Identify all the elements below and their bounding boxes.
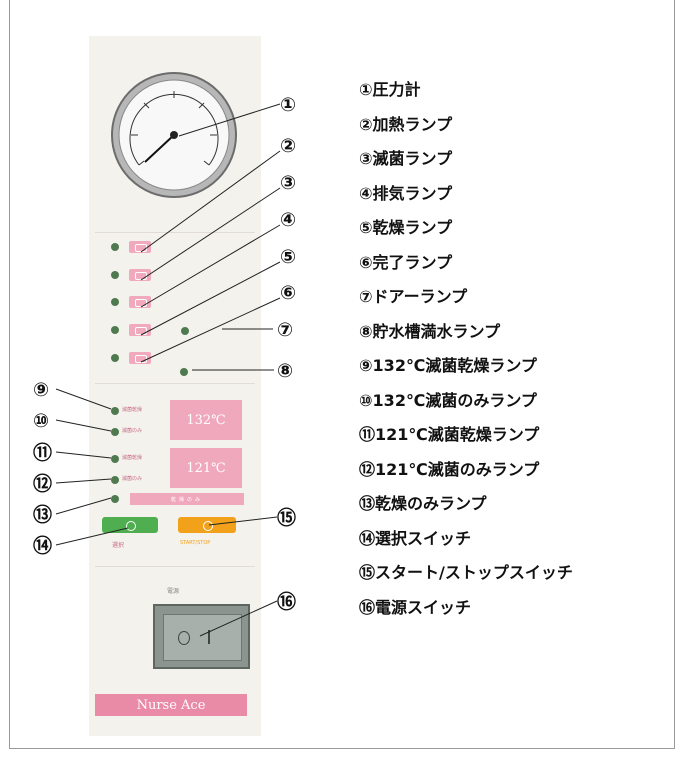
mode-label: 滅菌のみ <box>122 428 143 434</box>
door-lamp <box>181 327 189 335</box>
callout-16: ⑯ <box>277 590 296 613</box>
dry-only-lamp <box>111 495 119 503</box>
legend-item-121-sterilize-only: ⑫121℃滅菌のみランプ <box>359 459 540 479</box>
panel-divider <box>95 232 255 233</box>
callout-13: ⑬ <box>33 503 52 526</box>
legend-item-select-switch: ⑭選択スイッチ <box>359 528 472 548</box>
brand-plate: Nurse Ace <box>95 694 247 716</box>
power-switch[interactable] <box>153 604 250 669</box>
heating-lamp <box>111 243 119 251</box>
on-symbol-icon <box>208 630 210 644</box>
lamp-132-sterilize-dry <box>111 407 119 415</box>
lamp-132-sterilize-only <box>111 428 119 436</box>
power-rocker[interactable] <box>163 614 242 661</box>
callout-15: ⑮ <box>277 506 296 529</box>
figure-frame <box>9 0 675 749</box>
temp-121-panel: 121℃ <box>170 448 242 488</box>
legend-item-pressure-gauge: ①圧力計 <box>359 80 421 99</box>
sterilize-lamp <box>111 271 119 279</box>
complete-lamp <box>111 354 119 362</box>
start-stop-button[interactable] <box>178 517 236 533</box>
mode-label: 滅菌乾燥 <box>122 455 143 461</box>
panel-divider <box>95 566 255 567</box>
legend-item-exhaust-lamp: ④排気ランプ <box>359 183 453 203</box>
select-caption: 選択 <box>112 542 125 549</box>
callout-10: ⑩ <box>33 410 49 432</box>
legend-item-heating-lamp: ②加熱ランプ <box>359 114 453 134</box>
legend-item-132-sterilize-dry: ⑨132℃滅菌乾燥ランプ <box>359 356 537 375</box>
legend-item-121-sterilize-dry: ⑪121℃滅菌乾燥ランプ <box>359 425 540 444</box>
lamp-121-sterilize-dry <box>111 455 119 463</box>
callout-2: ② <box>280 135 296 157</box>
legend-item-start-stop-switch: ⑮スタート/ストップスイッチ <box>359 563 573 582</box>
legend-item-tank-full-lamp: ⑧貯水槽満水ランプ <box>359 321 501 341</box>
start-icon <box>203 521 213 531</box>
callout-11: ⑪ <box>33 441 52 464</box>
legend-item-132-sterilize-only: ⑩132℃滅菌のみランプ <box>359 390 537 410</box>
dry-only-bar: 乾燥のみ <box>130 493 244 505</box>
callout-4: ④ <box>280 209 296 231</box>
start-caption: START/STOP <box>180 540 211 546</box>
cycle-icon <box>126 521 136 531</box>
callout-9: ⑨ <box>33 379 49 401</box>
pressure-gauge-icon <box>111 72 237 198</box>
tank-full-lamp <box>180 368 188 376</box>
callout-7: ⑦ <box>277 319 293 341</box>
exhaust-lamp <box>111 298 119 306</box>
select-button[interactable] <box>102 517 158 533</box>
callout-3: ③ <box>280 172 296 194</box>
mode-label: 滅菌乾燥 <box>122 407 143 413</box>
panel-divider <box>95 383 255 384</box>
callout-8: ⑧ <box>277 360 293 382</box>
mode-label: 滅菌のみ <box>122 476 143 482</box>
power-caption: 電源 <box>167 588 180 595</box>
legend-item-door-lamp: ⑦ドアーランプ <box>359 287 468 306</box>
callout-12: ⑫ <box>33 472 52 495</box>
callout-6: ⑥ <box>280 282 296 304</box>
legend-item-dry-lamp: ⑤乾燥ランプ <box>359 218 453 237</box>
legend-item-sterilize-lamp: ③滅菌ランプ <box>359 149 453 168</box>
legend-item-complete-lamp: ⑥完了ランプ <box>359 252 453 272</box>
callout-14: ⑭ <box>33 534 52 557</box>
legend: ①圧力計 ②加熱ランプ ③滅菌ランプ ④排気ランプ ⑤乾燥ランプ ⑥完了ランプ … <box>359 79 573 631</box>
temp-132-panel: 132℃ <box>170 400 242 440</box>
off-symbol-icon <box>178 631 190 645</box>
legend-item-dry-only: ⑬乾燥のみランプ <box>359 494 487 513</box>
callout-5: ⑤ <box>280 246 296 268</box>
callout-1: ① <box>280 94 296 116</box>
dry-lamp <box>111 326 119 334</box>
legend-item-power-switch: ⑯電源スイッチ <box>359 597 472 617</box>
lamp-121-sterilize-only <box>111 476 119 484</box>
